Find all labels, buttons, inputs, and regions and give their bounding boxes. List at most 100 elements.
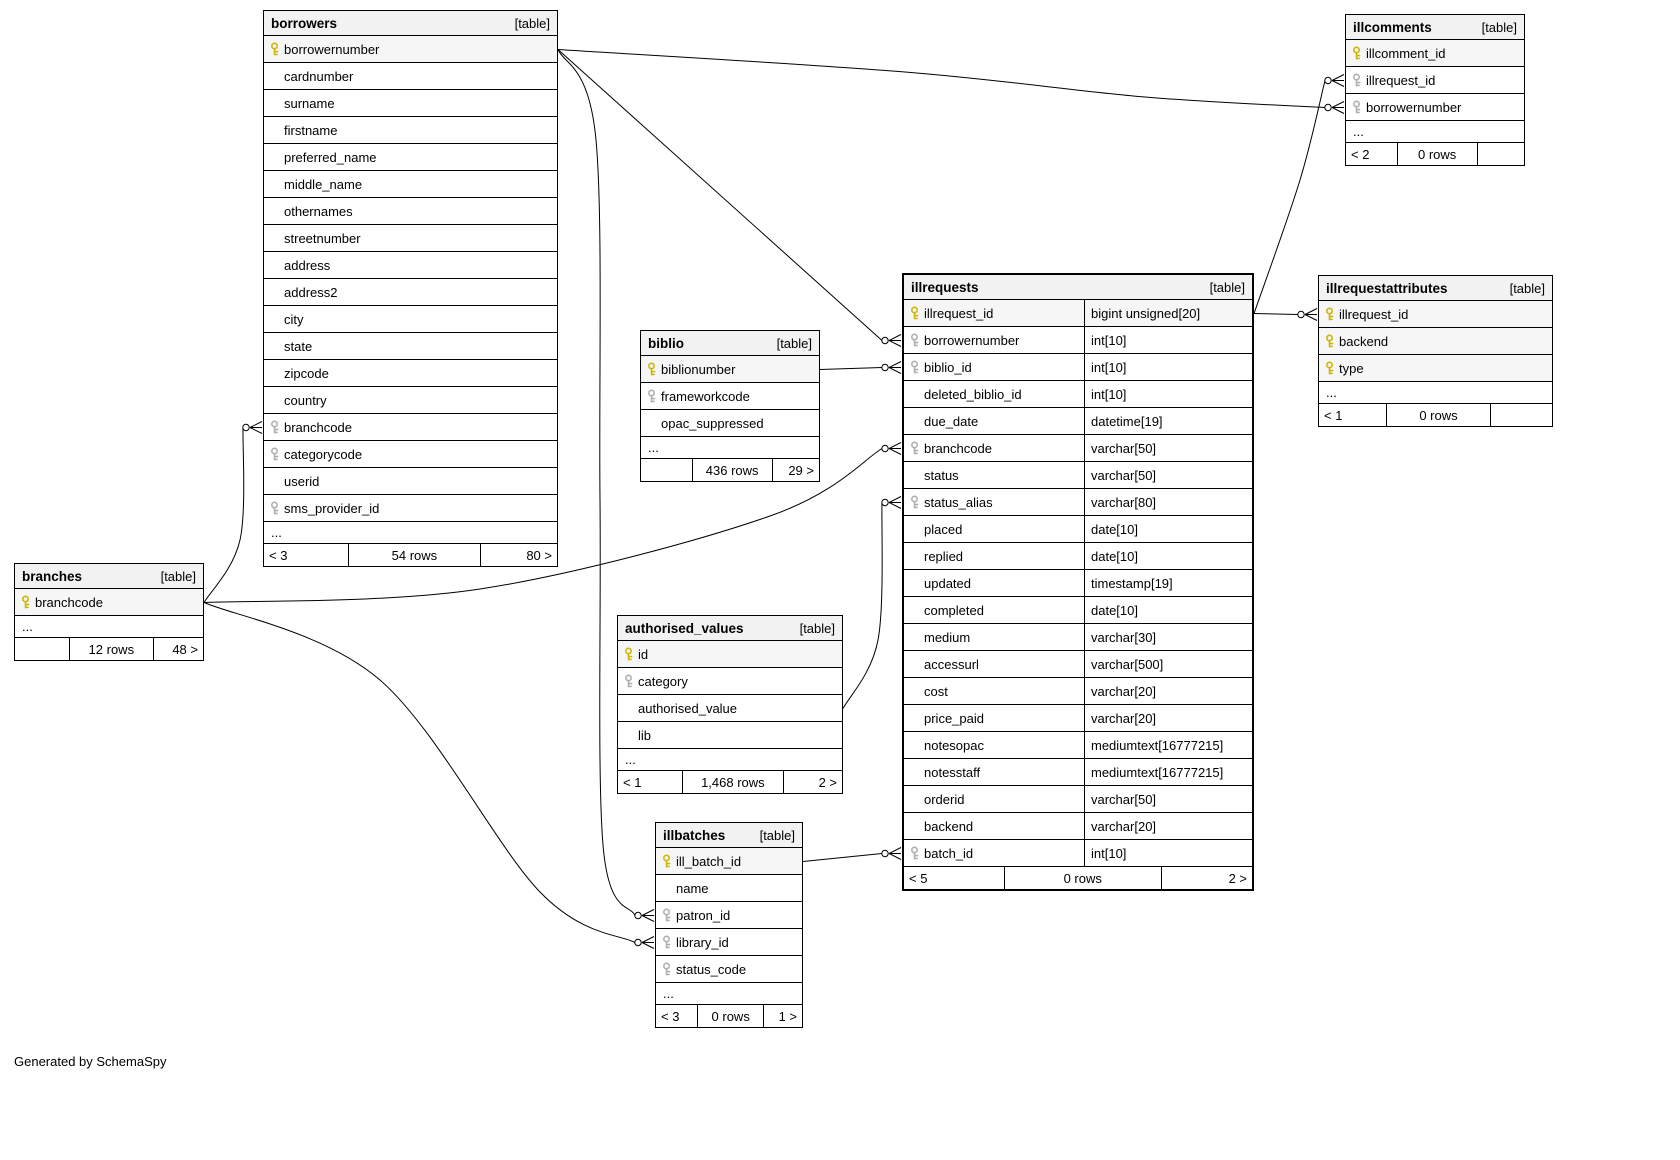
primary-key-icon <box>1319 361 1339 375</box>
column-row-biblionumber: biblionumber <box>641 356 819 383</box>
relationship-borrowers-borrowernumber-to-illbatches-patron_id <box>557 49 655 922</box>
column-name: borrowernumber <box>924 332 1020 348</box>
column-name: zipcode <box>284 365 329 381</box>
foreign-key-icon <box>264 420 284 434</box>
relationship-authorised_values-authorised_value-to-illrequests-status_alias <box>842 496 902 709</box>
optional-end-circle <box>881 444 889 453</box>
column-name-cell: orderid <box>904 786 1085 812</box>
column-name-cell: notesstaff <box>904 759 1085 785</box>
primary-key-icon <box>15 595 35 609</box>
column-name-cell: medium <box>904 624 1085 650</box>
relationship-biblio-biblionumber-to-illrequests-biblio_id <box>819 361 902 374</box>
table-name[interactable]: biblio <box>648 335 684 351</box>
column-name-cell: backend <box>904 813 1085 839</box>
table-name[interactable]: authorised_values <box>625 620 744 636</box>
column-name: status_code <box>676 961 747 977</box>
optional-end-circle <box>1324 76 1332 85</box>
table-name[interactable]: illrequestattributes <box>1326 280 1448 296</box>
optional-end-circle <box>1324 103 1332 112</box>
column-name-cell: status <box>904 462 1085 488</box>
column-name: price_paid <box>924 710 984 726</box>
column-name-cell: illrequest_id <box>904 300 1085 326</box>
footer-children <box>1491 404 1552 426</box>
column-name-cell: deleted_biblio_id <box>904 381 1085 407</box>
foreign-key-icon <box>904 495 924 509</box>
footer-row-count: 54 rows <box>349 544 481 566</box>
table-name[interactable]: illbatches <box>663 827 726 843</box>
table-type-badge: [table] <box>1509 280 1545 296</box>
column-row-borrowernumber: borrowernumber <box>1346 94 1524 121</box>
optional-end-circle <box>881 336 889 345</box>
column-type: varchar[50] <box>1091 791 1157 807</box>
footer-parents: < 3 <box>656 1005 699 1027</box>
column-row-frameworkcode: frameworkcode <box>641 383 819 410</box>
footer-row-count: 0 rows <box>698 1005 765 1027</box>
column-name: updated <box>924 575 971 591</box>
column-row-preferred_name: preferred_name <box>264 144 557 171</box>
primary-key-icon <box>656 854 676 868</box>
column-row-illrequest_id: illrequest_id <box>1346 67 1524 94</box>
table-name[interactable]: branches <box>22 568 83 584</box>
crows-foot-icon <box>1331 101 1345 114</box>
column-row-ill_batch_id: ill_batch_id <box>656 848 802 875</box>
column-row-ellipsis: ... <box>641 437 819 459</box>
ellipsis-label: ... <box>648 440 659 455</box>
foreign-key-icon <box>656 935 676 949</box>
table-illrequestattributes[interactable]: illrequestattributes[table]illrequest_id… <box>1318 275 1553 427</box>
column-name: notesopac <box>924 737 984 753</box>
footer-parents <box>641 459 693 481</box>
column-name: authorised_value <box>638 700 738 716</box>
relationship-branches-branchcode-to-borrowers-branchcode <box>203 421 263 603</box>
column-type: bigint unsigned[20] <box>1091 305 1201 321</box>
column-name: status_alias <box>924 494 993 510</box>
column-row-status_code: status_code <box>656 956 802 983</box>
optional-end-circle <box>881 498 889 507</box>
table-type-badge: [table] <box>799 620 835 636</box>
foreign-key-icon <box>904 846 924 860</box>
footer-children: 48 > <box>172 641 198 657</box>
column-name-cell: biblio_id <box>904 354 1085 380</box>
column-name: branchcode <box>35 594 103 610</box>
table-name[interactable]: illrequests <box>911 279 979 295</box>
column-name: address <box>284 257 331 273</box>
footer-parents: < 1 <box>1319 404 1387 426</box>
column-name: illrequest_id <box>924 305 994 321</box>
primary-key-icon <box>904 306 924 320</box>
primary-key-icon <box>1319 307 1339 321</box>
column-row-address: address <box>264 252 557 279</box>
crows-foot-icon <box>888 334 902 347</box>
column-name-cell: updated <box>904 570 1085 596</box>
column-row-address2: address2 <box>264 279 557 306</box>
crows-foot-icon <box>1304 308 1318 321</box>
column-name: patron_id <box>676 907 731 923</box>
crows-foot-icon <box>888 442 902 455</box>
column-name: borrowernumber <box>284 41 380 57</box>
column-row-categorycode: categorycode <box>264 441 557 468</box>
crows-foot-icon <box>888 847 902 860</box>
column-type: varchar[80] <box>1091 494 1157 510</box>
table-name[interactable]: borrowers <box>271 15 338 31</box>
column-type: int[10] <box>1091 332 1127 348</box>
column-type: int[10] <box>1091 386 1127 402</box>
table-name[interactable]: illcomments <box>1353 19 1432 35</box>
table-type-badge: [table] <box>776 335 812 351</box>
